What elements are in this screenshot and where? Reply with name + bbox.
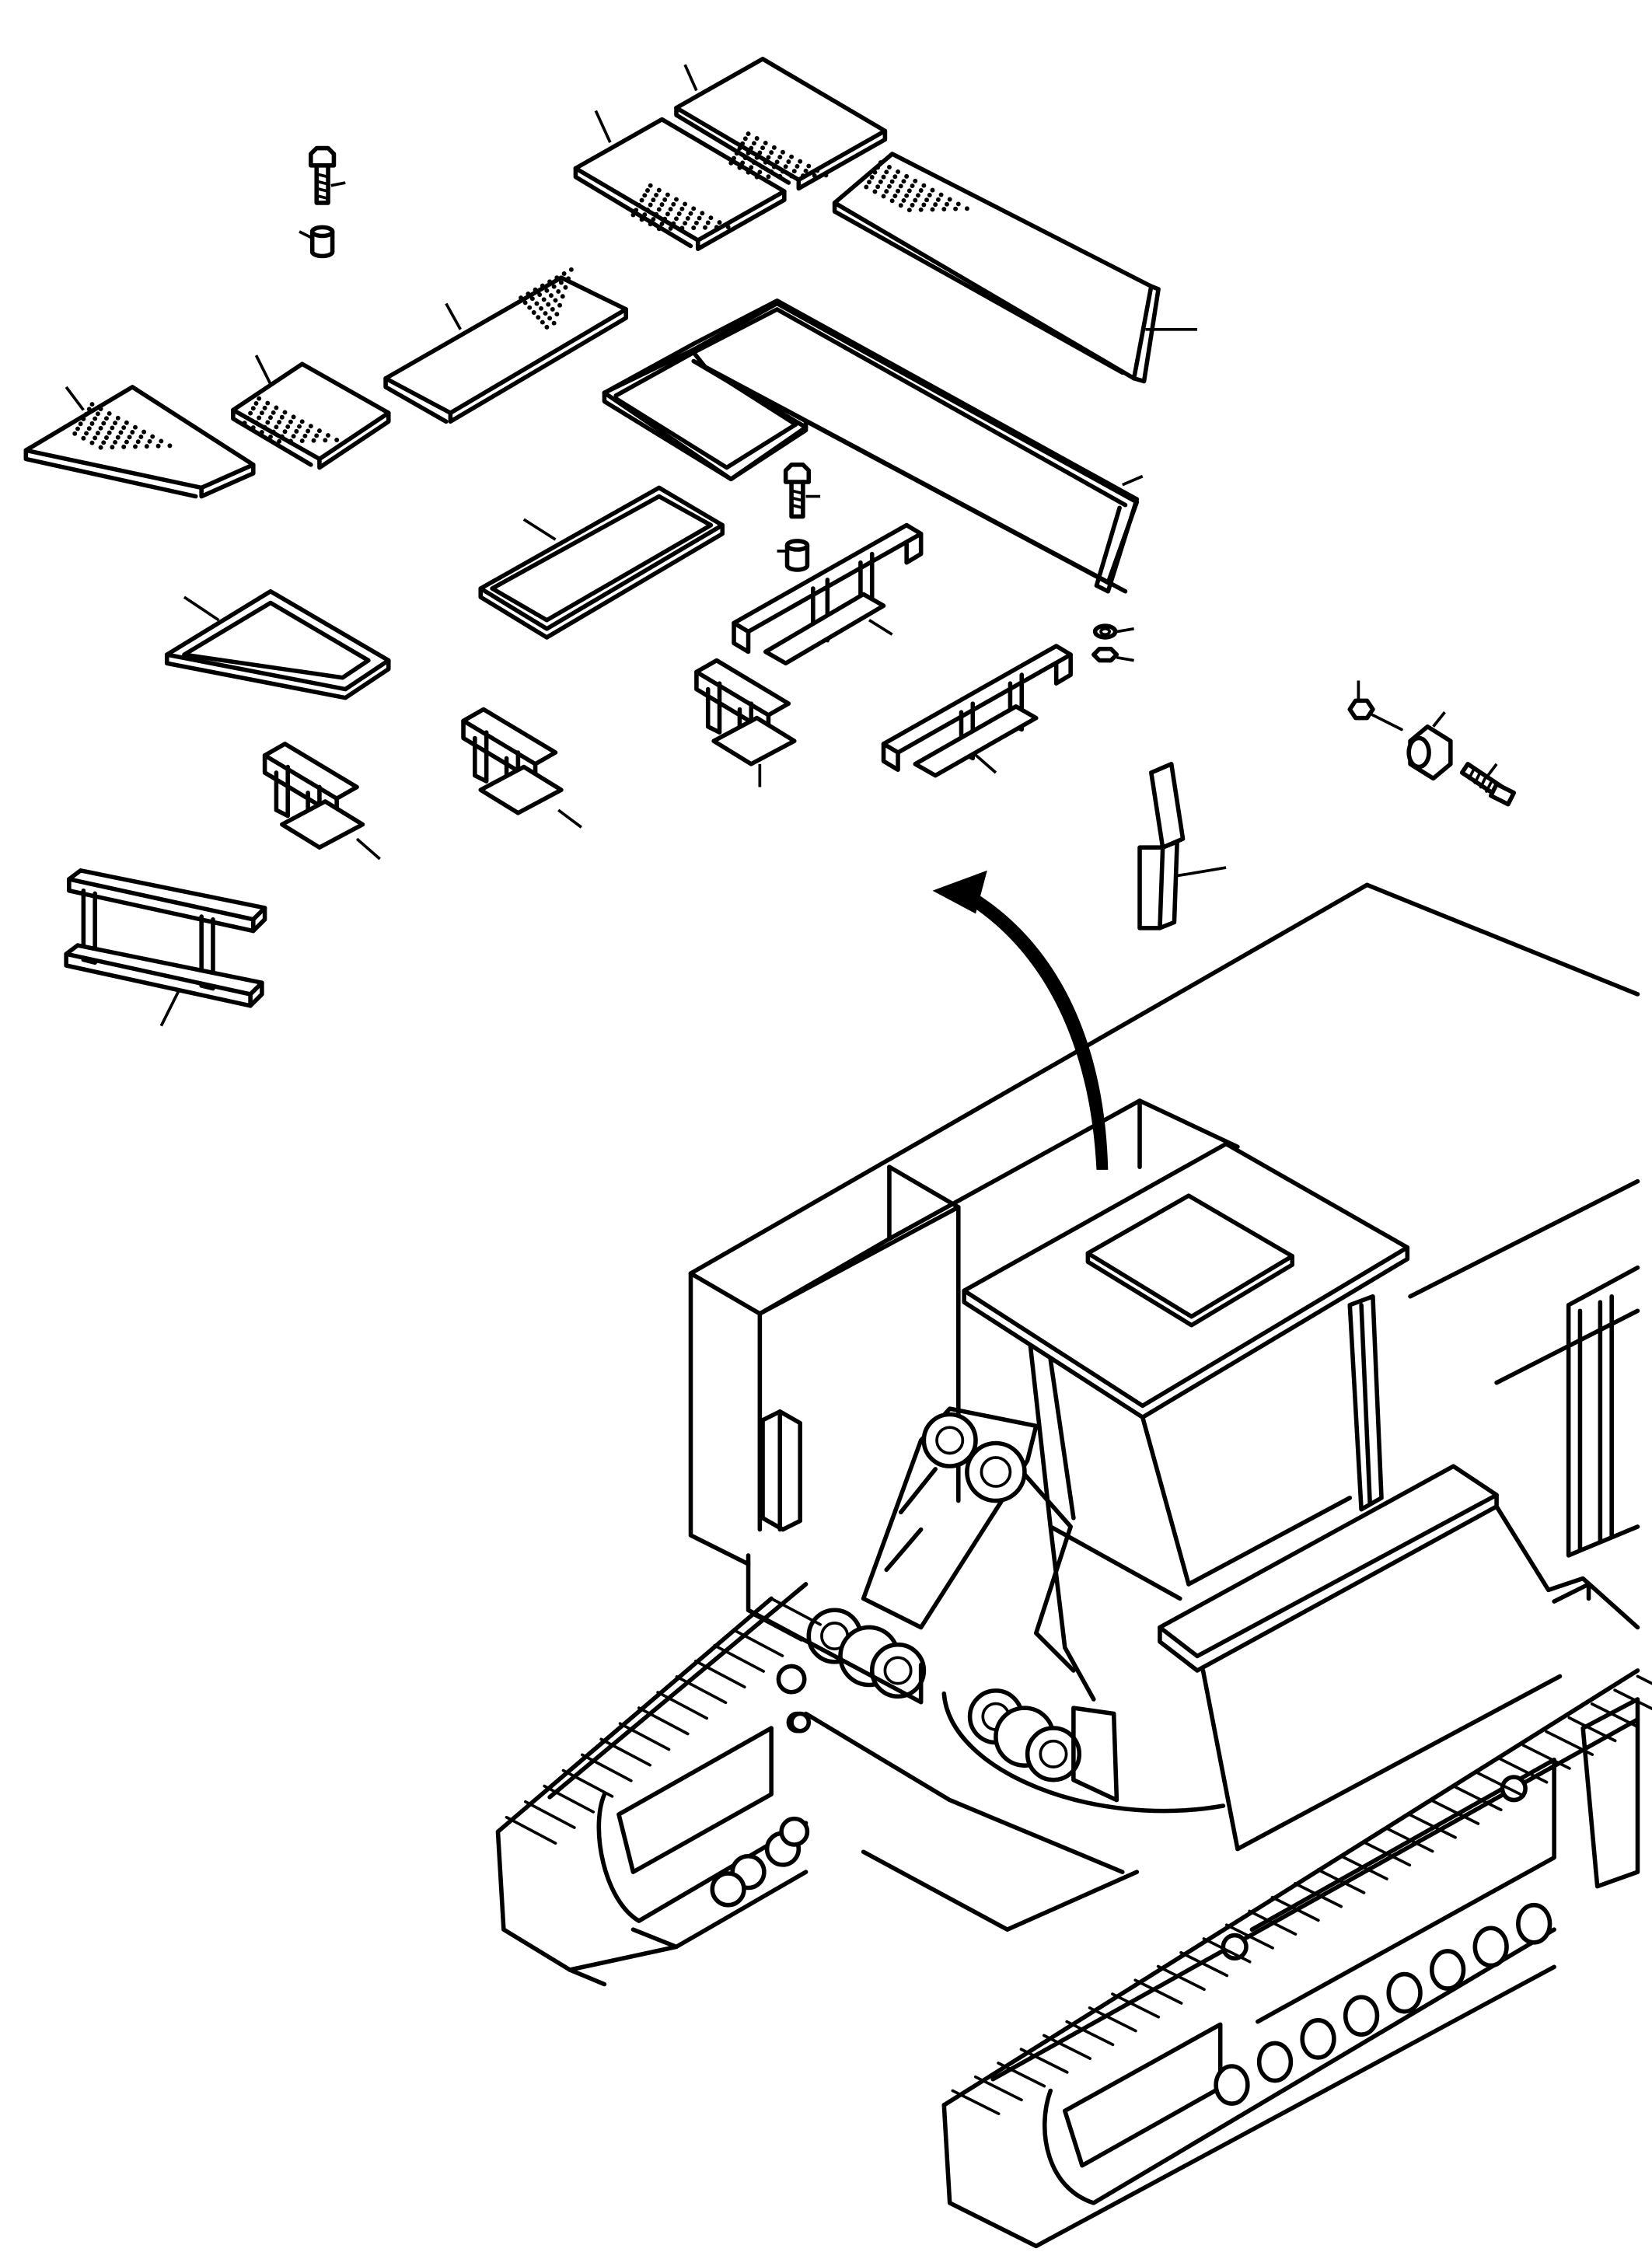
assembly-arrow	[932, 870, 1109, 1170]
collar-top-left	[299, 225, 335, 259]
ladder-frame	[64, 868, 267, 1027]
nut-right	[1347, 680, 1403, 731]
frame-rectangular	[478, 485, 725, 640]
frame-triangular	[164, 588, 391, 700]
floor-plate-square	[231, 354, 391, 470]
bolt-middle	[783, 463, 821, 519]
collar-middle	[777, 539, 810, 572]
track-right	[941, 1668, 1652, 2249]
frame-l-shaped	[602, 299, 1144, 594]
floor-plate-middle	[383, 275, 628, 424]
track-left	[495, 1582, 822, 1987]
bolt-top-left	[309, 145, 346, 205]
bracket-short-left	[262, 742, 381, 861]
vertical-guard	[1137, 762, 1227, 930]
bracket-long-right	[881, 644, 1073, 778]
bracket-long-center	[732, 522, 924, 666]
spacer-right	[1406, 711, 1453, 781]
nut	[1091, 646, 1134, 663]
perforation-pattern	[72, 131, 969, 450]
bolt-right	[1459, 762, 1517, 807]
washer	[1092, 623, 1134, 640]
floor-plate-long-right	[832, 152, 1198, 384]
machine-body	[688, 882, 1640, 1932]
bracket-short-middle	[461, 707, 582, 829]
bracket-short-center	[694, 658, 797, 787]
